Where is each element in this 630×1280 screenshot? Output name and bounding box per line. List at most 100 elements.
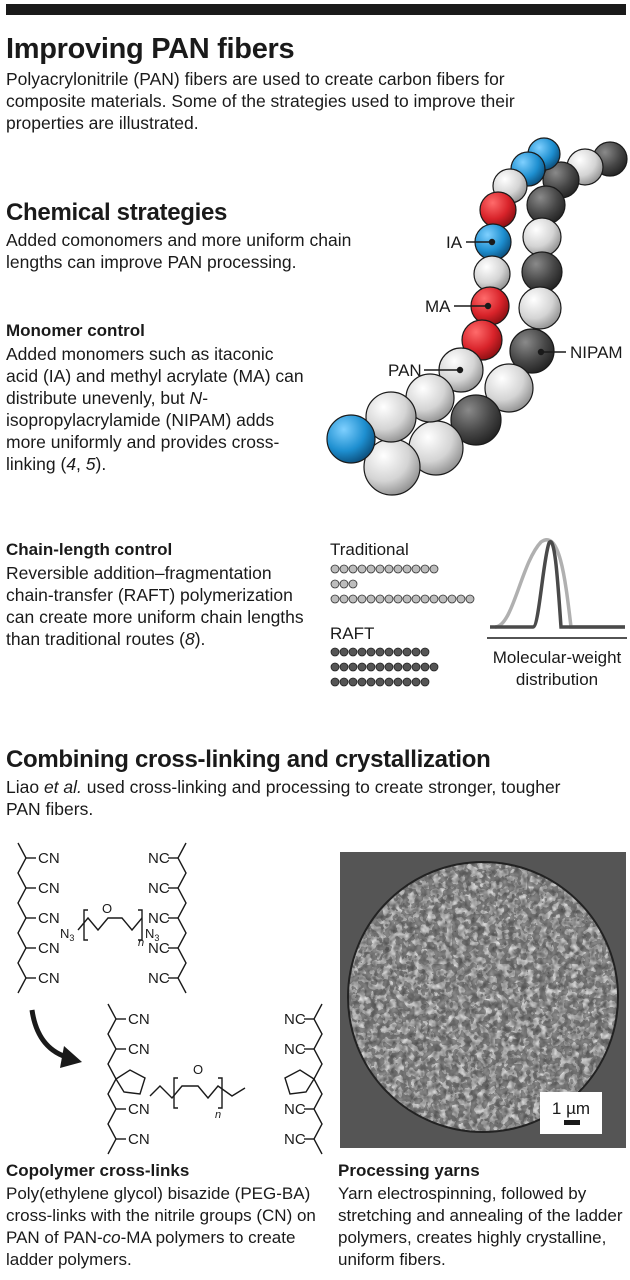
nc-label: NC [148, 850, 170, 867]
nc-label: NC [284, 1131, 306, 1148]
chain-bead [366, 564, 376, 574]
chain-bead [429, 662, 439, 672]
chain-bead [447, 594, 457, 604]
chain-bead [357, 647, 367, 657]
chain-bead [330, 594, 340, 604]
bead-red [479, 191, 517, 229]
chain-bead [330, 579, 340, 589]
chain-bead [393, 594, 403, 604]
label-traditional: Traditional [330, 540, 409, 559]
chain-bead [420, 677, 430, 687]
nc-label: NC [284, 1041, 306, 1058]
bead-light [518, 286, 562, 330]
chain-bead [393, 677, 403, 687]
chain-bead [393, 647, 403, 657]
chain-bead [465, 594, 475, 604]
chain-bead [411, 564, 421, 574]
nc-label: NC [148, 910, 170, 927]
chain-bead [348, 677, 358, 687]
monomer-text: Added monomers such as itaconic acid (IA… [6, 344, 304, 474]
chain-bead [348, 579, 358, 589]
raft-chains [330, 647, 439, 687]
chain-bead [429, 564, 439, 574]
intro-text: Polyacrylonitrile (PAN) fibers are used … [6, 69, 515, 133]
chain-bead [384, 662, 394, 672]
chemical-heading: Chemical strategies [6, 199, 228, 226]
chain-bead [402, 594, 412, 604]
chain-bead [402, 647, 412, 657]
bead-light [484, 363, 534, 413]
chain-bead [411, 677, 421, 687]
nc-label: NC [284, 1011, 306, 1028]
yarns-text: Yarn electrospinning, followed by stretc… [338, 1184, 623, 1269]
o-label: O [193, 1062, 203, 1077]
chain-bead [366, 677, 376, 687]
chain-bead [384, 594, 394, 604]
chain-bead [366, 647, 376, 657]
combining-heading: Combining cross-linking and crystallizat… [6, 746, 491, 773]
chain-bead [420, 564, 430, 574]
chain-bead [429, 594, 439, 604]
cn-label: CN [128, 1131, 150, 1148]
nc-label: NC [148, 940, 170, 957]
chain-bead [393, 564, 403, 574]
chain-bead [402, 662, 412, 672]
cn-label: CN [38, 910, 60, 927]
chain-bead [375, 677, 385, 687]
chain-bead [348, 564, 358, 574]
chain-bead [420, 662, 430, 672]
chain-bead [357, 594, 367, 604]
traditional-distribution-curve [494, 538, 625, 629]
chain-bead [330, 662, 340, 672]
label-raft: RAFT [330, 624, 374, 643]
chain-length-diagram: Traditional RAFT Molecular-weight distri… [330, 538, 627, 689]
traditional-chains [330, 564, 475, 604]
copolymer-heading: Copolymer cross-links [6, 1161, 190, 1180]
chain-heading: Chain-length control [6, 540, 173, 559]
bead-dark [521, 251, 563, 293]
chain-bead [411, 647, 421, 657]
combining-text: Liao et al. used cross-linking and proce… [6, 777, 561, 819]
chain-bead [375, 564, 385, 574]
chain-bead [339, 647, 349, 657]
cn-label: CN [38, 850, 60, 867]
chain-bead [402, 677, 412, 687]
chain-bead [420, 647, 430, 657]
chain-bead [339, 564, 349, 574]
monomer-heading: Monomer control [6, 321, 145, 340]
chain-bead [366, 594, 376, 604]
yarn-micrograph: 1 µm [340, 852, 626, 1148]
arrow-head [60, 1046, 82, 1068]
cn-label: CN [128, 1101, 150, 1118]
chain-bead [348, 662, 358, 672]
page-title: Improving PAN fibers [6, 33, 295, 65]
label-ia: IA [446, 233, 463, 252]
chain-bead [456, 594, 466, 604]
chain-bead [375, 662, 385, 672]
nc-label: NC [148, 880, 170, 897]
chain-bead [330, 564, 340, 574]
cn-label: CN [128, 1041, 150, 1058]
bead-dark [509, 328, 555, 374]
chain-bead [384, 564, 394, 574]
bead-dark [450, 394, 502, 446]
crosslink-chemistry-diagram: CN CN CN CN CN NC NC NC NC NC N3 N3 O n … [17, 842, 323, 1155]
bead-light [522, 217, 562, 257]
chain-bead [366, 662, 376, 672]
cn-label: CN [38, 940, 60, 957]
chain-bead [357, 564, 367, 574]
chain-bead [393, 662, 403, 672]
chain-bead [438, 594, 448, 604]
copolymer-text: Poly(ethylene glycol) bisazide (PEG-BA) … [6, 1184, 316, 1269]
raft-distribution-curve [490, 540, 625, 629]
chain-bead [330, 647, 340, 657]
top-rule [6, 4, 626, 15]
cn-label: CN [38, 880, 60, 897]
n-label: n [215, 1109, 221, 1121]
bead-blue [326, 414, 376, 464]
chain-bead [330, 677, 340, 687]
chain-bead [348, 594, 358, 604]
scale-bar [564, 1120, 580, 1125]
n-label: n [138, 937, 144, 949]
mw-label-line1: Molecular-weight [493, 648, 622, 667]
